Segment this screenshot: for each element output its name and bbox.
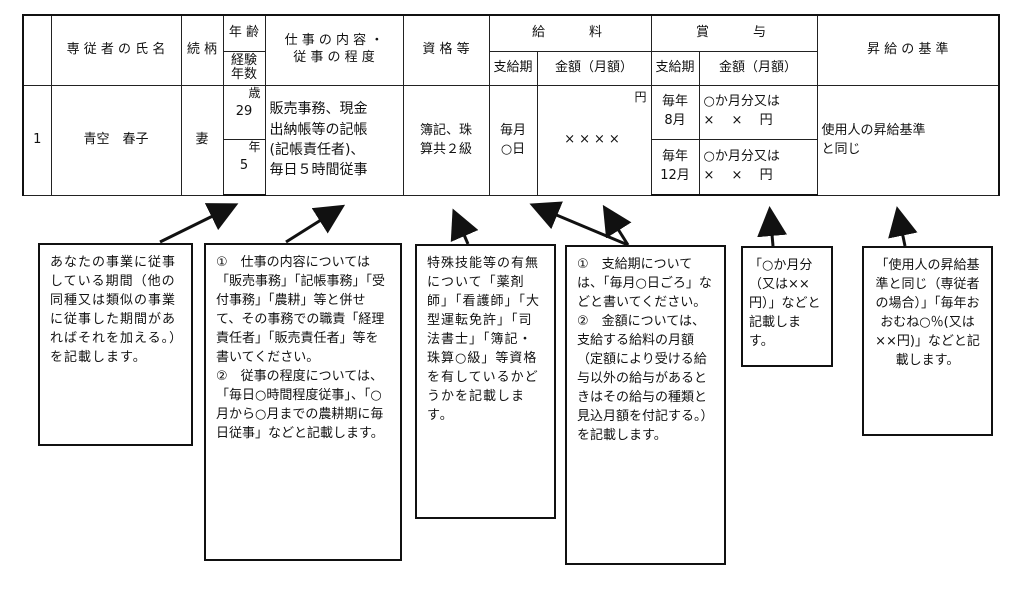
callout-salary: ① 支給期については、「毎月○日ごろ」などと書いてください。 ② 金額については… bbox=[565, 245, 726, 565]
experience-cell: 年 5 bbox=[222, 138, 266, 196]
years-value: 5 bbox=[239, 158, 249, 174]
raise-basis-value: 使用人の昇給基準 と同じ bbox=[816, 84, 1001, 196]
arrow-qualification bbox=[450, 208, 479, 245]
yen-unit: 円 bbox=[634, 89, 647, 104]
bonus-2-amount: ○か月分又は × × 円 bbox=[698, 138, 818, 196]
no-header bbox=[22, 14, 52, 86]
qualification-header: 資 格 等 bbox=[402, 14, 490, 86]
arrow-job bbox=[285, 204, 346, 244]
employee-table: 専 従 者 の 氏 名 続 柄 年 齢 仕 事 の 内 容 ・ 従 事 の 程 … bbox=[22, 14, 1001, 196]
row-number: 1 bbox=[22, 84, 52, 196]
age-cell: 歳 29 bbox=[222, 84, 266, 140]
callout-years: あなたの事業に従事している期間（他の同種又は類似の事業に従事した期間があればそれ… bbox=[38, 243, 193, 446]
experience-header: 経験 年数 bbox=[222, 50, 266, 86]
arrow-salary-period bbox=[529, 201, 629, 247]
age-value: 29 bbox=[235, 103, 253, 119]
salary-header: 給 料 bbox=[488, 14, 652, 52]
arrow-raise bbox=[888, 206, 918, 247]
callout-raise: 「使用人の昇給基準と同じ（専従者の場合）」「毎年おおむね○％(又は××円)」など… bbox=[862, 246, 993, 436]
callout-job: ① 仕事の内容については「販売事務」「記帳事務」「受付事務」「農耕」等と併せて、… bbox=[204, 243, 402, 561]
years-unit: 年 bbox=[248, 139, 261, 154]
callout-bonus: 「○か月分（又は××円）」などと記載します。 bbox=[741, 246, 833, 367]
arrow-salary-amount bbox=[602, 204, 632, 246]
arrow-years bbox=[159, 203, 239, 244]
salary-amount-value: ×××× bbox=[564, 131, 624, 147]
salary-period-header: 支給期 bbox=[488, 50, 538, 86]
bonus-1-amount: ○か月分又は × × 円 bbox=[698, 84, 818, 140]
bonus-2-period: 毎年 12月 bbox=[650, 138, 700, 196]
bonus-1-period: 毎年 8月 bbox=[650, 84, 700, 140]
qualification-value: 簿記、珠 算共２級 bbox=[402, 84, 490, 196]
salary-amount-cell: 円 ×××× bbox=[536, 84, 652, 196]
bonus-amount-header: 金額（月額） bbox=[698, 50, 818, 86]
salary-period-value: 毎月 ○日 bbox=[488, 84, 538, 196]
bonus-period-header: 支給期 bbox=[650, 50, 700, 86]
bonus-header: 賞 与 bbox=[650, 14, 818, 52]
callout-qualification: 特殊技能等の有無について「薬剤師」「看護師」「大型運転免許」「司法書士」「簿記・… bbox=[415, 244, 556, 519]
raise-header: 昇 給 の 基 準 bbox=[816, 14, 1001, 86]
arrow-bonus bbox=[757, 206, 788, 247]
employee-name: 青空 春子 bbox=[50, 84, 182, 196]
job-description: 販売事務、現金 出納帳等の記帳 (記帳責任者)、 毎日５時間従事 bbox=[264, 84, 404, 196]
age-header: 年 齢 bbox=[222, 14, 266, 52]
age-unit: 歳 bbox=[248, 85, 261, 100]
